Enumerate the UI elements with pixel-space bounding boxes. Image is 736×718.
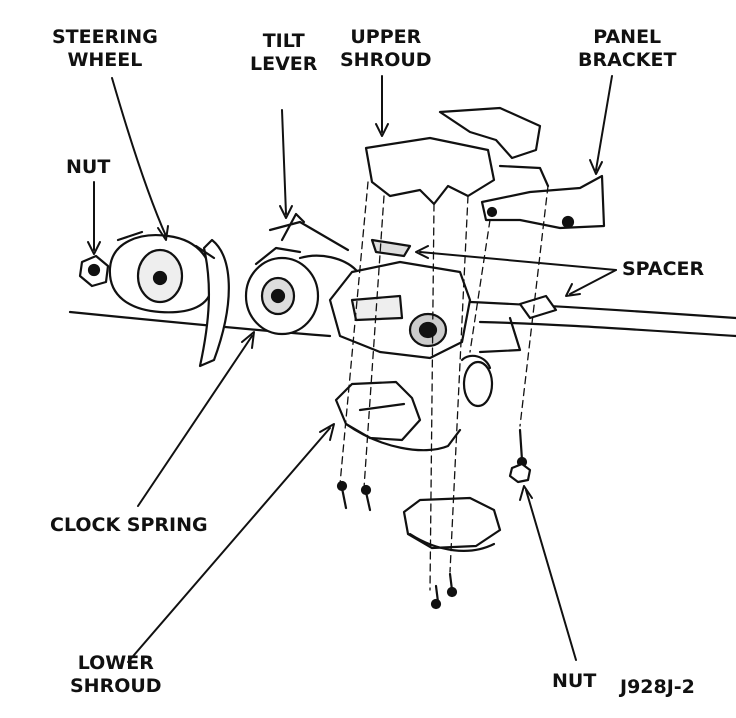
panel-bracket-label: PANEL BRACKET <box>578 26 676 72</box>
lower-shroud-label-line1: LOWER <box>77 652 154 674</box>
lower-shroud-part <box>334 380 462 452</box>
nut-label-bottom: NUT <box>552 670 597 692</box>
lower-shroud-label-line2: SHROUD <box>70 675 162 697</box>
clock-spring-part <box>244 246 320 336</box>
upper-shroud-label-line1: UPPER <box>350 26 422 48</box>
tilt-lever-part <box>268 212 358 272</box>
lower-shroud-label: LOWER SHROUD <box>70 652 162 698</box>
upper-shroud-label-line2: SHROUD <box>340 49 432 71</box>
steering-wheel-label: STEERING WHEEL <box>52 26 158 72</box>
steering-wheel-label-line1: STEERING <box>52 26 158 48</box>
column-switch-assembly <box>328 238 494 408</box>
tilt-lever-label: TILT LEVER <box>250 30 317 76</box>
clock-spring-label: CLOCK SPRING <box>50 514 208 536</box>
nut-part-left <box>78 254 110 288</box>
spacer-part <box>478 294 558 354</box>
panel-bracket-part <box>480 174 606 230</box>
steering-wheel-label-line2: WHEEL <box>67 49 143 71</box>
spacer-label: SPACER <box>622 258 705 280</box>
upper-shroud-part <box>364 106 550 206</box>
screw-parts <box>336 428 532 610</box>
nut-label-left: NUT <box>66 156 111 178</box>
panel-bracket-label-line2: BRACKET <box>578 49 677 71</box>
alignment-lines <box>339 181 549 591</box>
steering-wheel-part <box>108 230 230 368</box>
leader-lines <box>87 75 617 663</box>
upper-shroud-label: UPPER SHROUD <box>340 26 432 72</box>
tilt-lever-label-line2: LEVER <box>250 53 318 75</box>
tilt-lever-label-line1: TILT <box>262 30 305 52</box>
figure-id: J928J-2 <box>620 676 695 698</box>
panel-bracket-label-line1: PANEL <box>593 26 662 48</box>
